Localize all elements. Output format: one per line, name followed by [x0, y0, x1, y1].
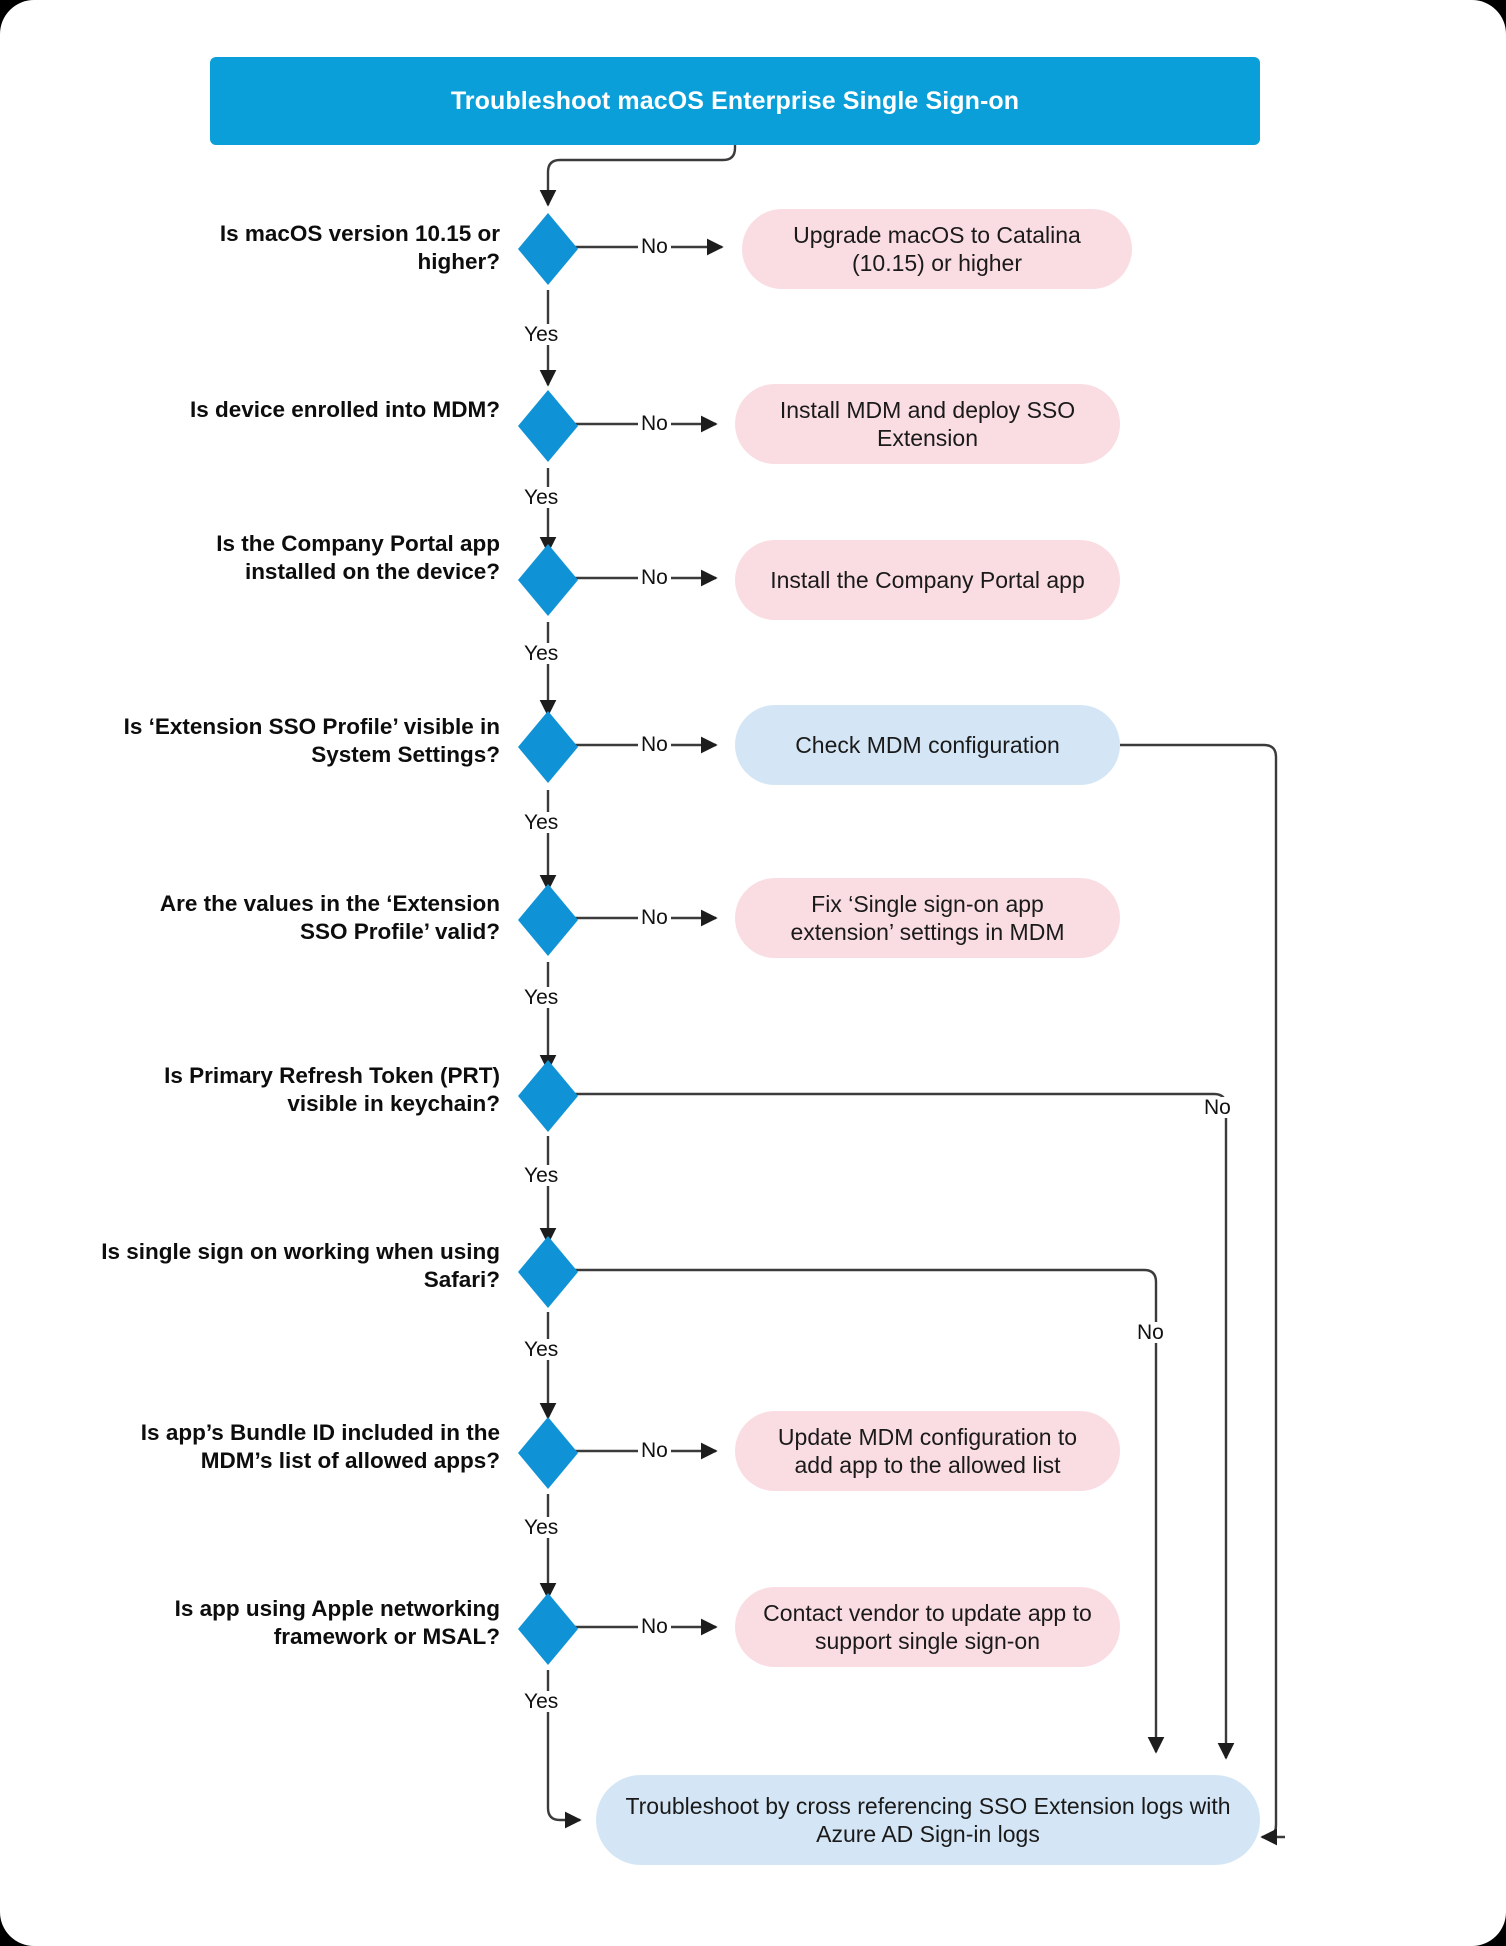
edge-q9-yes: [546, 1670, 582, 1829]
question-label-extension-sso-profile-values: Are the values in the ‘Extension SSO Pro…: [159, 891, 500, 944]
edge-label-q7-no: No: [1134, 1322, 1167, 1343]
question-label-bundle-id-allowed: Is app’s Bundle ID included in the MDM’s…: [140, 1420, 500, 1473]
edge-label-q7-yes: Yes: [521, 1339, 562, 1360]
question-label-company-portal: Is the Company Portal app installed on t…: [216, 531, 500, 584]
edge-label-q5-no: No: [638, 907, 671, 928]
edge-label-q5-yes: Yes: [521, 987, 562, 1008]
action-contact-vendor[interactable]: Contact vendor to update app to support …: [735, 1587, 1120, 1667]
action-update-mdm-allowed-list[interactable]: Update MDM configuration to add app to t…: [735, 1411, 1120, 1491]
edge-label-q1-no: No: [638, 236, 671, 257]
edge-label-q8-no: No: [638, 1440, 671, 1461]
edge-label-q6-yes: Yes: [521, 1165, 562, 1186]
edge-label-q3-yes: Yes: [521, 643, 562, 664]
edge-label-q6-no: No: [1201, 1097, 1234, 1118]
decision-apple-networking-msal[interactable]: [518, 1593, 578, 1665]
edge-label-q4-no: No: [638, 734, 671, 755]
decision-prt-keychain[interactable]: [518, 1060, 578, 1132]
decision-diamonds: [518, 213, 578, 1665]
edge-label-q1-yes: Yes: [521, 324, 562, 345]
question-label-apple-networking-msal: Is app using Apple networking framework …: [174, 1596, 500, 1649]
edge-label-q2-no: No: [638, 413, 671, 434]
action-check-mdm-config[interactable]: Check MDM configuration: [735, 705, 1120, 785]
decision-extension-sso-profile-visible[interactable]: [518, 711, 578, 783]
decision-company-portal[interactable]: [518, 544, 578, 616]
edge-label-q9-yes: Yes: [521, 1691, 562, 1712]
action-install-mdm[interactable]: Install MDM and deploy SSO Extension: [735, 384, 1120, 464]
decision-safari-sso[interactable]: [518, 1236, 578, 1308]
decision-mdm-enrollment[interactable]: [518, 390, 578, 462]
edge-checkmdm-to-final: [1120, 743, 1278, 1839]
edge-label-q9-no: No: [638, 1616, 671, 1637]
question-label-macos-version: Is macOS version 10.15 or higher?: [219, 221, 500, 274]
question-label-extension-sso-profile-visible: Is ‘Extension SSO Profile’ visible in Sy…: [123, 714, 500, 767]
edge-label-q4-yes: Yes: [521, 812, 562, 833]
edge-label-q2-yes: Yes: [521, 487, 562, 508]
decision-extension-sso-profile-values[interactable]: [518, 884, 578, 956]
decision-macos-version[interactable]: [518, 213, 578, 285]
edge-label-q8-yes: Yes: [521, 1517, 562, 1538]
edge-q7-no: [573, 1268, 1165, 1754]
action-upgrade-macos[interactable]: Upgrade macOS to Catalina (10.15) or hig…: [742, 209, 1132, 289]
question-label-mdm-enrollment: Is device enrolled into MDM?: [189, 397, 500, 422]
action-cross-reference-logs[interactable]: Troubleshoot by cross referencing SSO Ex…: [596, 1775, 1260, 1865]
action-fix-sso-settings[interactable]: Fix ‘Single sign-on app extension’ setti…: [735, 878, 1120, 958]
action-install-company-portal[interactable]: Install the Company Portal app: [735, 540, 1120, 620]
question-label-prt-keychain: Is Primary Refresh Token (PRT) visible i…: [164, 1063, 500, 1116]
edge-title-to-q1: [539, 145, 737, 207]
decision-bundle-id-allowed[interactable]: [518, 1417, 578, 1489]
edge-label-q3-no: No: [638, 567, 671, 588]
diagram-title: Troubleshoot macOS Enterprise Single Sig…: [210, 57, 1260, 145]
question-label-safari-sso: Is single sign on working when using Saf…: [101, 1239, 500, 1292]
